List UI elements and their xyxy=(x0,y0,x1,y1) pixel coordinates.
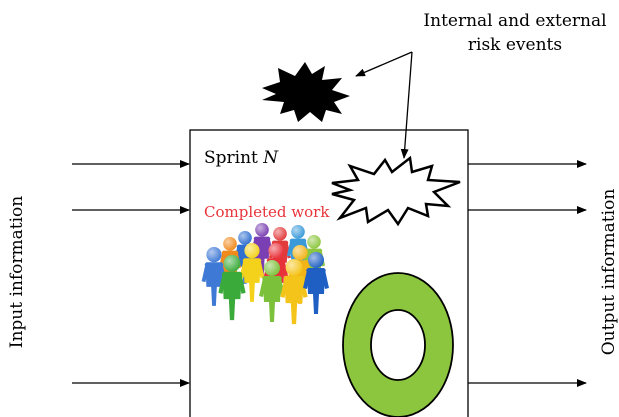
person-figure xyxy=(239,243,265,302)
risk-arrow-to-black-explosion xyxy=(355,51,413,77)
person-figure xyxy=(218,255,246,321)
risk-events-label-line2: risk events xyxy=(468,35,562,55)
green-ring-icon xyxy=(342,272,454,417)
risk-arrow-to-outline-explosion xyxy=(400,51,413,159)
completed-work-label: Completed work xyxy=(204,203,330,221)
output-information-label: Output information xyxy=(599,189,619,356)
outline-explosion-icon xyxy=(331,155,461,227)
person-figure xyxy=(201,247,227,306)
people-group-icon xyxy=(201,223,329,325)
person-figure xyxy=(303,252,329,314)
input-information-label: Input information xyxy=(7,196,27,349)
black-explosion-icon xyxy=(262,62,350,122)
risk-events-label-line1: Internal and external xyxy=(423,11,606,31)
sprint-label: Sprint N xyxy=(204,148,279,168)
person-figure xyxy=(280,259,308,325)
person-figure xyxy=(259,260,285,322)
